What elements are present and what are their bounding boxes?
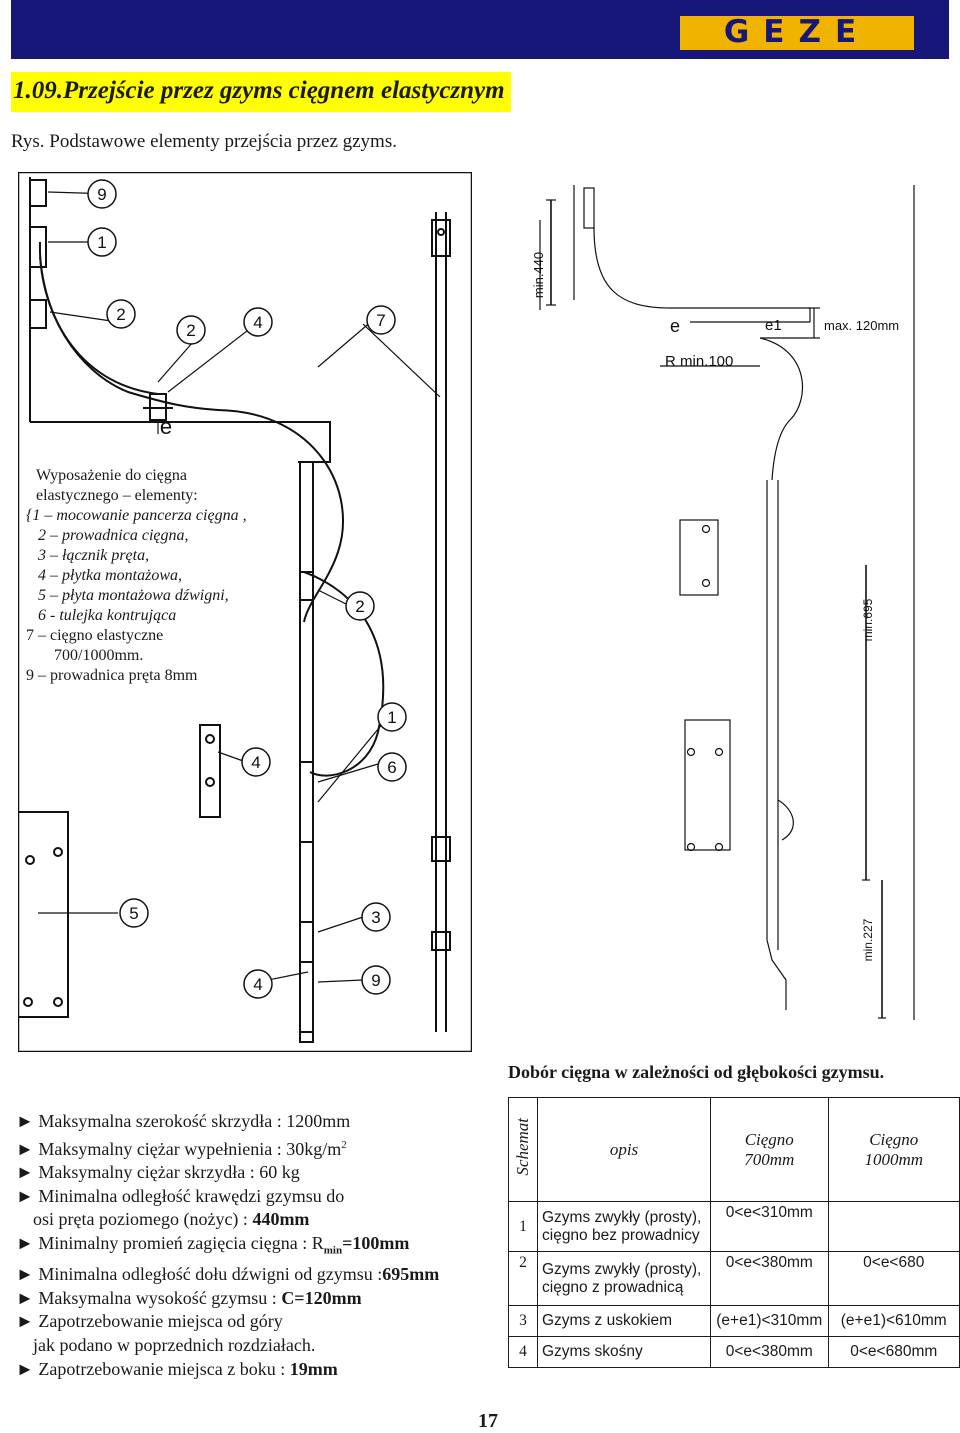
table-row: 3 Gzyms z uskokiem (e+e1)<310mm (e+e1)<6…	[508, 1305, 960, 1337]
equipment-legend: Wyposażenie do cięgna elastycznego – ele…	[26, 466, 294, 686]
legend-item: {1 – mocowanie pancerza cięgna ,	[26, 507, 247, 524]
e1-label: e1	[765, 317, 782, 334]
spec-item: ► Minimalna odległość krawędzi gzymsu do	[16, 1185, 345, 1206]
spec-item: ► Maksymalny ciężar skrzydła : 60 kg	[16, 1162, 300, 1183]
page-number: 17	[478, 1410, 498, 1432]
spec-item: ► Minimalny promień zagięcia cięgna : Rm…	[16, 1232, 410, 1257]
legend-item: 2 – prowadnica cięgna,	[38, 527, 189, 544]
callout-label: 9	[371, 971, 380, 990]
e-label: e	[670, 316, 680, 336]
geze-logo: GEZE	[680, 16, 914, 50]
legend-item: 700/1000mm.	[54, 647, 144, 664]
max-120-label: max. 120mm	[824, 318, 899, 333]
callout-label: 7	[376, 311, 385, 330]
drawing-callouts: 9 1 2 2 4 7 2 1 4 6 5 3 4 9	[97, 185, 396, 994]
legend-item: 9 – prowadnica pręta 8mm	[26, 667, 198, 684]
section-title: 1.09.Przejście przez gzyms cięgnem elast…	[11, 72, 511, 112]
header-opis: opis	[536, 1097, 712, 1202]
callout-label: 5	[129, 904, 138, 923]
callout-label: 4	[251, 753, 260, 772]
header-schemat: Schemat	[508, 1097, 538, 1202]
spec-list: ► Maksymalna szerokość skrzydła : 1200mm…	[16, 1110, 439, 1381]
min-695-label: min.695	[861, 598, 875, 641]
spec-item: ► Minimalna odległość dołu dźwigni od gz…	[16, 1264, 440, 1285]
table-row: 1 Gzyms zwykły (prosty),cięgno bez prowa…	[508, 1201, 960, 1252]
callout-label: 9	[97, 185, 106, 204]
header-bar: GEZE	[11, 0, 949, 59]
callout-label: 1	[97, 233, 106, 252]
figure-caption: Rys. Podstawowe elementy przejścia przez…	[11, 131, 397, 152]
dimension-e-label: e	[160, 414, 172, 439]
legend-item: 4 – płytka montażowa,	[38, 567, 182, 584]
r-min-label: R min.100	[665, 353, 733, 370]
spec-item: ► Zapotrzebowanie miejsca od góry	[16, 1311, 283, 1332]
table-caption: Dobór cięgna w zależności od głębokości …	[508, 1062, 885, 1082]
callout-label: 1	[387, 708, 396, 727]
callout-label: 2	[116, 305, 125, 324]
legend-item: 5 – płyta montażowa dźwigni,	[38, 587, 229, 604]
legend-item: 7 – cięgno elastyczne	[26, 627, 164, 644]
table-row: 4 Gzyms skośny 0<e<380mm 0<e<680mm	[508, 1336, 960, 1368]
left-technical-drawing: 9 1 2 2 4 7 2 1 4 6 5 3 4 9 e	[18, 172, 472, 1052]
callout-label: 3	[371, 908, 380, 927]
callout-label: 4	[253, 313, 262, 332]
legend-heading: Wyposażenie do cięgna	[36, 467, 187, 484]
spec-item: ► Maksymalna wysokość gzymsu : C=120mm	[16, 1287, 362, 1308]
spec-item: ► Maksymalna szerokość skrzydła : 1200mm	[16, 1111, 351, 1131]
min-227-label: min.227	[861, 918, 875, 961]
legend-heading-line2: elastycznego – elementy:	[36, 487, 198, 504]
right-technical-drawing: min.440 e e1 max. 120mm R min.100 min.69…	[531, 185, 915, 1020]
spec-item: ► Zapotrzebowanie miejsca z boku : 19mm	[16, 1358, 338, 1379]
table-row: 2 Gzyms zwykły (prosty),cięgno z prowadn…	[508, 1251, 960, 1306]
callout-label: 6	[387, 758, 396, 777]
legend-item: 6 - tulejka kontrująca	[38, 607, 177, 624]
min-440-label: min.440	[531, 252, 546, 298]
spec-item: ► Maksymalny ciężar wypełnienia : 30kg/m…	[16, 1138, 347, 1159]
callout-label: 2	[355, 597, 364, 616]
spec-item-continuation: jak podano w poprzednich rozdziałach.	[33, 1334, 316, 1355]
legend-item: 3 – łącznik pręta,	[38, 547, 150, 564]
callout-label: 2	[186, 321, 195, 340]
callout-label: 4	[253, 975, 262, 994]
spec-item-continuation: osi pręta poziomego (nożyc) : 440mm	[33, 1209, 310, 1230]
